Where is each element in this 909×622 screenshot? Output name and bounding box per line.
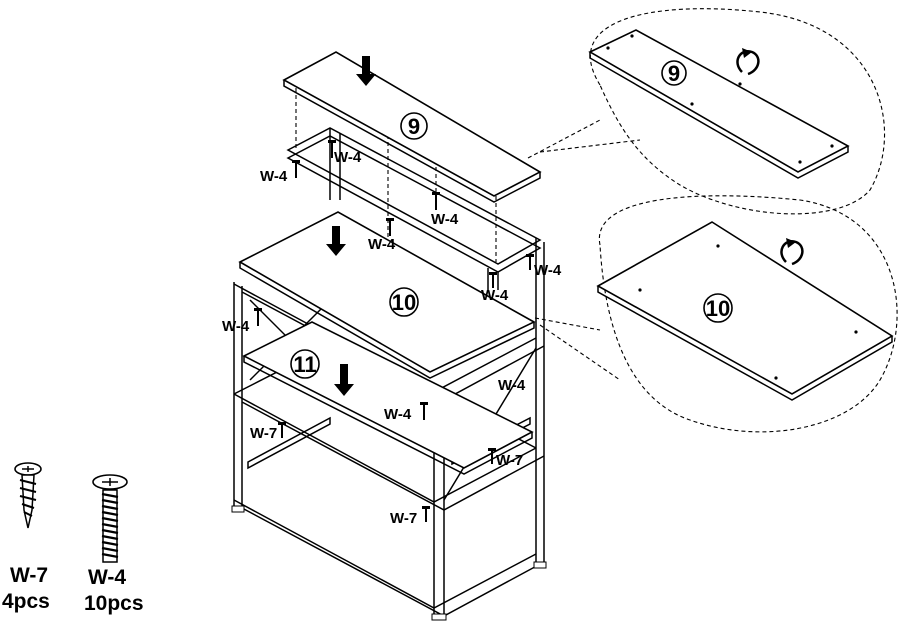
screw-label: W-4	[334, 149, 362, 166]
screw-w7-icon	[278, 422, 286, 438]
screw-w7-icon	[422, 506, 430, 522]
hardware-code: W-7	[10, 564, 48, 587]
screw-label: W-4	[368, 236, 396, 253]
screw-w4-icon	[292, 160, 300, 178]
screw-w4-icon	[328, 140, 336, 158]
screw-label: W-4	[534, 262, 562, 279]
down-arrow-icon	[356, 56, 376, 86]
screw-w4-icon	[254, 308, 262, 326]
panel-label-10: 10	[392, 290, 416, 315]
wood-screw-w7-icon	[14, 462, 42, 529]
down-arrow-icon	[334, 364, 354, 396]
screw-w7-icon	[488, 448, 496, 464]
panel-label-9: 9	[408, 114, 420, 139]
screw-label: W-7	[250, 425, 277, 442]
panel-9: 9	[282, 51, 542, 262]
panel-10: 10	[238, 211, 536, 379]
screw-label: W-7	[496, 452, 523, 469]
down-arrow-icon	[326, 226, 346, 256]
panel-label-11: 11	[293, 352, 316, 377]
screw-w4-icon	[526, 254, 534, 270]
screw-label: W-4	[481, 287, 509, 304]
screw-label: W-7	[390, 510, 417, 527]
detail-callout-10: 10	[534, 195, 898, 433]
hardware-qty: 10pcs	[84, 592, 144, 615]
hardware-code: W-4	[88, 566, 126, 589]
screw-label: W-4	[222, 318, 250, 335]
screw-w4-icon	[432, 192, 440, 210]
panel-11: 11	[242, 321, 534, 475]
screw-w4-icon	[420, 402, 428, 420]
machine-screw-w4-icon	[92, 474, 128, 563]
hardware-legend: W-7 4pcs W-4 10pcs	[2, 462, 144, 615]
screw-label: W-4	[384, 406, 412, 423]
screw-callouts: W-4 W-4 W-4 W-4 W-4 W-4 W-4 W-4 W-4 W-7 …	[222, 140, 562, 527]
screw-w4-icon	[489, 272, 497, 288]
detail-callout-9: 9	[527, 8, 886, 215]
screw-label: W-4	[431, 211, 459, 228]
detail-panel-9	[588, 29, 850, 173]
screw-label: W-4	[498, 377, 526, 394]
hardware-qty: 4pcs	[2, 590, 50, 613]
screw-label: W-4	[260, 168, 288, 185]
screw-w4-icon	[386, 218, 394, 236]
detail-label-9: 9	[668, 61, 680, 86]
detail-label-10: 10	[706, 296, 730, 321]
